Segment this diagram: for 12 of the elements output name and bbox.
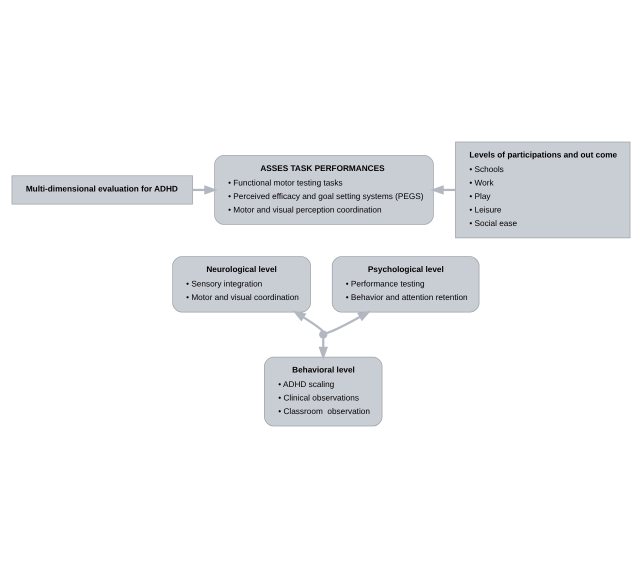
node-box: Levels of participations and out come • Schools • Work • Play • Leisure • Social ease xyxy=(455,142,630,238)
arrow xyxy=(292,310,324,332)
node-box: Neurological level • Sensory integration • Motor and visual coordination xyxy=(172,256,311,312)
arrow xyxy=(326,310,372,334)
arrow xyxy=(318,338,328,360)
arrow xyxy=(430,185,456,195)
node-junction xyxy=(319,330,328,339)
node-box: Multi-dimensional evaluation for ADHD xyxy=(12,175,193,205)
node-box: Behavioral level • ADHD scaling • Clinical observations • Classroom observation xyxy=(264,356,382,426)
node-box: ASSES TASK PERFORMANCES • Functional motor testing tasks • Perceived efficacy and goal setting systems (PEGS) • Motor and visual perception coordination xyxy=(214,155,434,225)
node-box: Psychological level • Performance testing • Behavior and attention retention xyxy=(332,256,480,312)
arrow xyxy=(192,185,218,195)
